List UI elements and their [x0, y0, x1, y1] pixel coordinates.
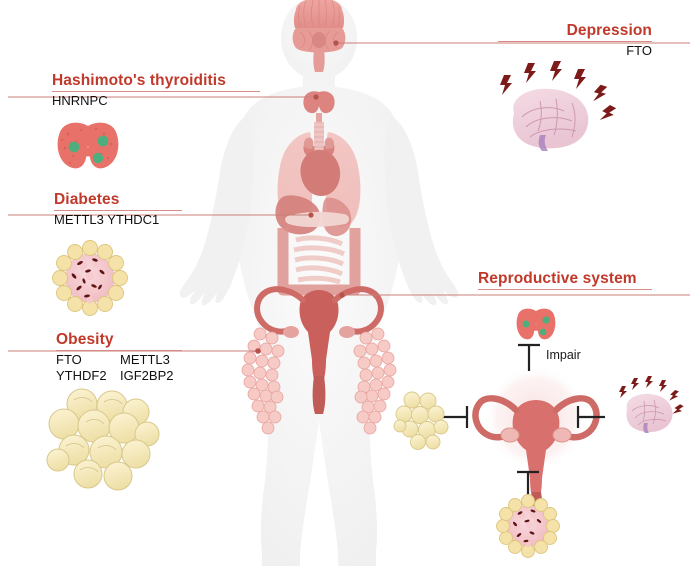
- obesity-gene-4: IGF2BP2: [120, 367, 174, 383]
- label-obesity: Obesity FTO METTL3 YTHDF2 IGF2BP2: [56, 331, 182, 383]
- obesity-gene-3: YTHDF2: [56, 367, 107, 383]
- diabetes-rule: [54, 210, 182, 211]
- leader-lines: [8, 40, 690, 354]
- thyroid-gland-icon: [57, 122, 119, 169]
- female-body-anatomy-icon: [179, 0, 459, 566]
- depression-rule: [498, 41, 652, 42]
- obesity-genes: FTO METTL3 YTHDF2 IGF2BP2: [56, 352, 182, 383]
- cluster-brain-icon: [619, 376, 684, 433]
- adipocyte-cluster-icon: [46, 388, 160, 491]
- cluster-islet-icon: [496, 494, 560, 558]
- label-hashimoto: Hashimoto's thyroiditis HNRNPC: [52, 72, 260, 108]
- cluster-adipocyte-icon: [393, 391, 449, 450]
- hashimoto-rule: [52, 91, 260, 92]
- cluster-thyroid-icon: [516, 308, 556, 340]
- label-reproductive: Reproductive system: [478, 270, 652, 290]
- hashimoto-genes: HNRNPC: [52, 93, 108, 108]
- depression-genes: FTO: [626, 43, 652, 58]
- label-diabetes: Diabetes METTL3 YTHDC1: [54, 191, 182, 227]
- body-heart: [300, 137, 341, 196]
- inhibition-arrow-thyroid: [518, 343, 540, 371]
- diabetes-genes: METTL3 YTHDC1: [54, 212, 160, 227]
- label-depression: Depression FTO: [498, 22, 652, 58]
- lightning-bolts: [500, 61, 617, 120]
- body-thigh-fat-left: [241, 327, 285, 435]
- obesity-rule: [56, 350, 182, 351]
- inhibition-arrow-brain: [576, 406, 605, 428]
- body-uterus: [254, 286, 384, 414]
- impair-label: Impair: [546, 348, 581, 362]
- obesity-title: Obesity: [56, 331, 114, 348]
- reproductive-title: Reproductive system: [478, 270, 637, 287]
- pancreatic-islet-icon: [52, 240, 128, 316]
- inhibition-arrow-islet: [517, 470, 539, 495]
- body-brain: [292, 0, 346, 72]
- obesity-gene-1: FTO: [56, 352, 82, 367]
- obesity-gene-2: METTL3: [120, 352, 170, 367]
- depression-title: Depression: [566, 22, 652, 39]
- body-thigh-fat-right: [353, 327, 397, 435]
- reproductive-rule: [478, 289, 652, 290]
- cluster-lightning-bolts: [619, 376, 684, 414]
- diabetes-title: Diabetes: [54, 191, 120, 208]
- hashimoto-title: Hashimoto's thyroiditis: [52, 72, 226, 89]
- brain-with-lightning-icon: [500, 61, 617, 151]
